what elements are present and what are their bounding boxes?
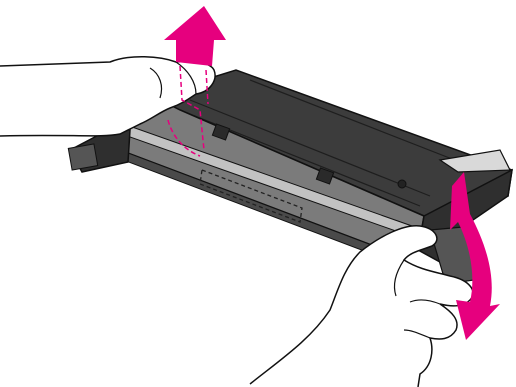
lift-up-arrow-shape [164,6,226,66]
cartridge-round-hole [398,180,406,188]
cartridge-left-grip [68,144,97,170]
